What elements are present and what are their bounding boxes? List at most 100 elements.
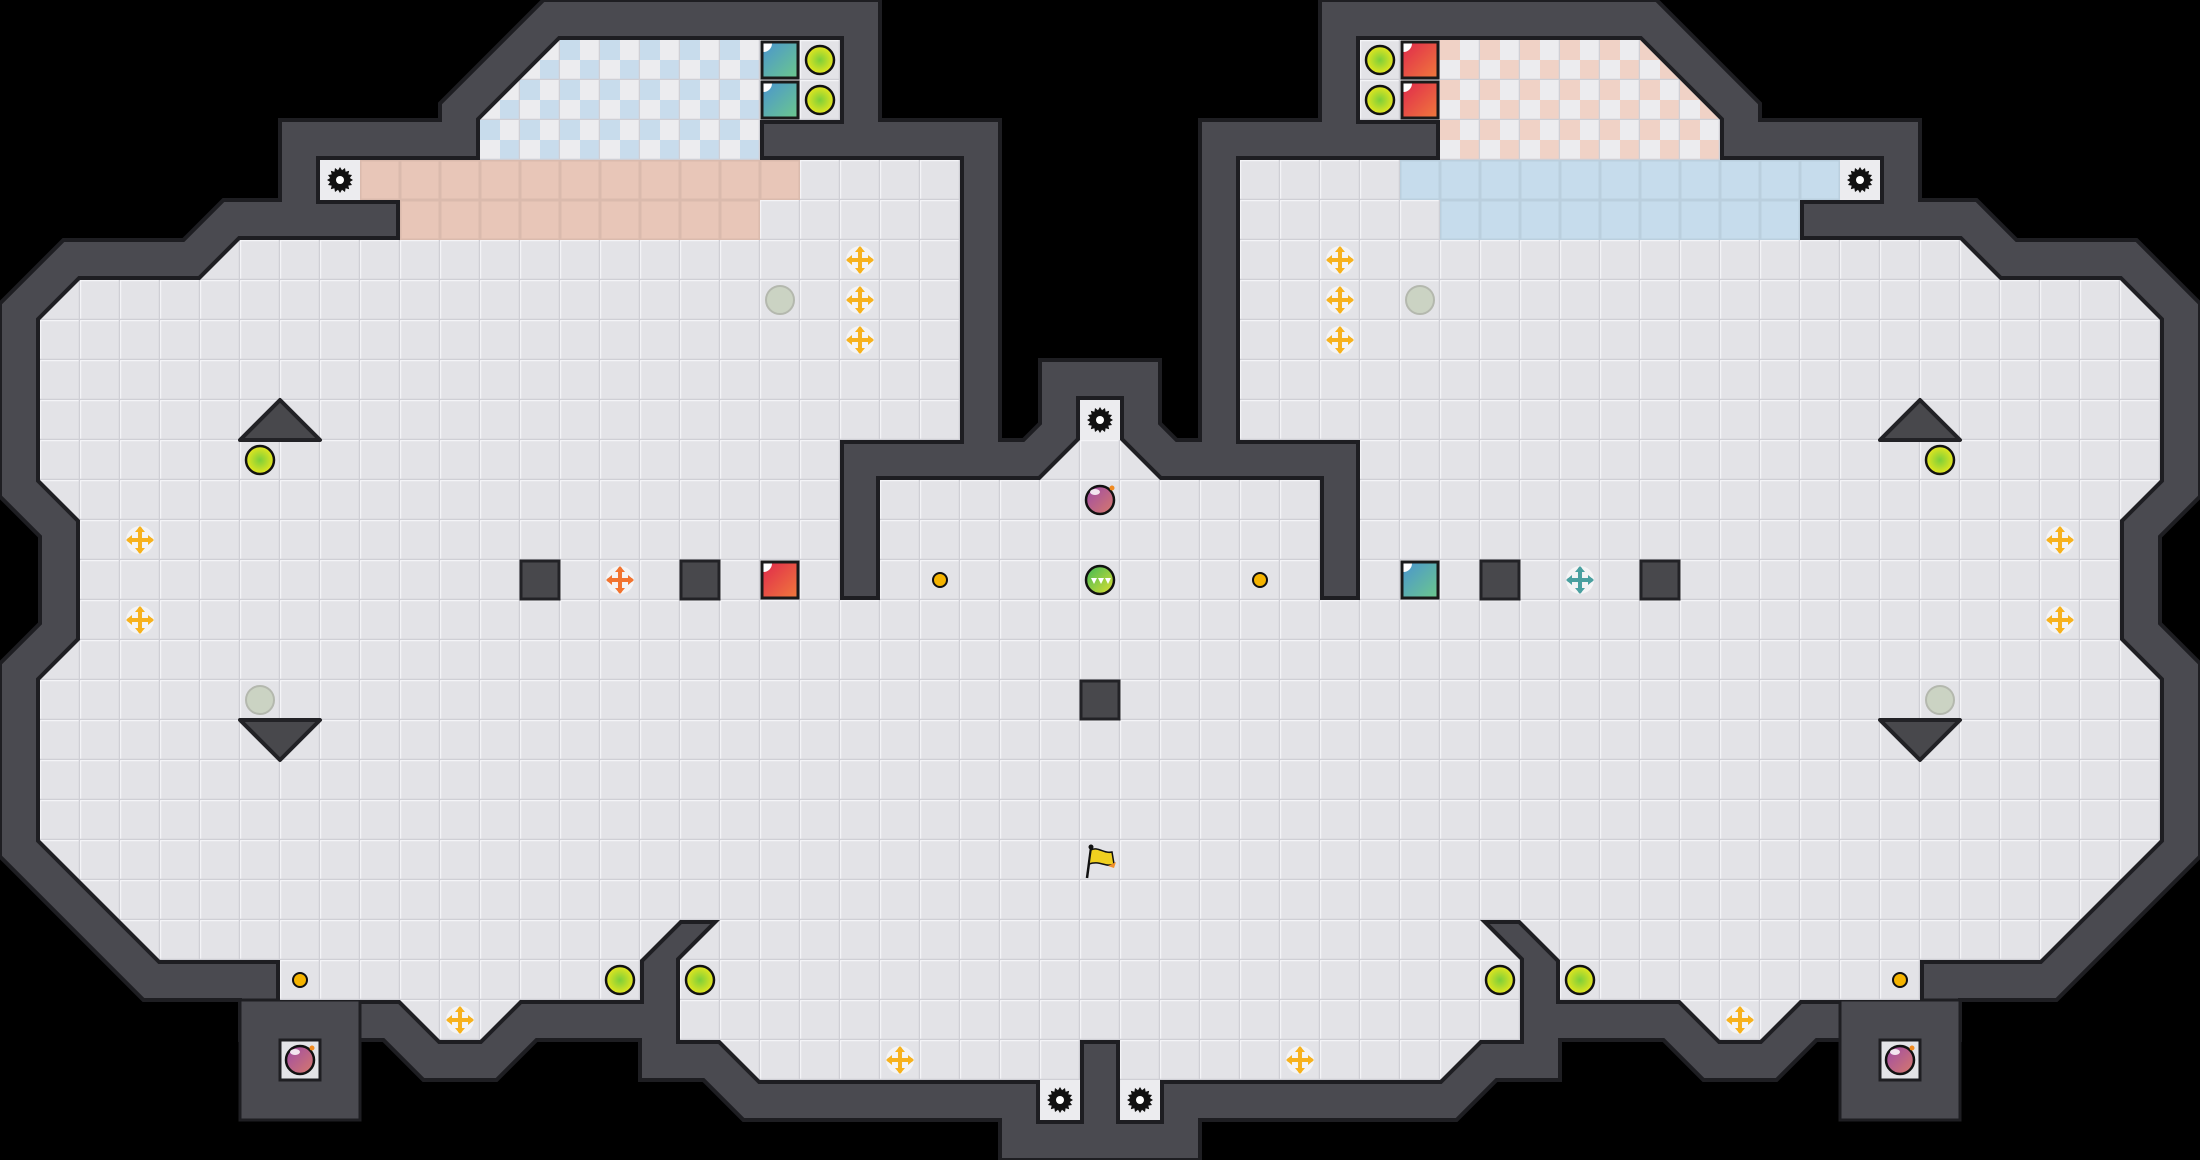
zone-tile: [720, 160, 760, 200]
cross-arrows: [886, 1046, 914, 1074]
salmon-zone-fill: [360, 160, 800, 200]
gold-move-cross-icon: [2046, 526, 2074, 554]
gold-move-cross-icon: [846, 246, 874, 274]
zone-tile: [720, 200, 760, 240]
lime-orb-body: [604, 964, 636, 996]
purple-bomb-icon: [1884, 1044, 1916, 1076]
zone-tile: [1560, 160, 1600, 200]
bomb-body: [1884, 1044, 1916, 1076]
cross-arrows: [1326, 286, 1354, 314]
cross-bars: [1327, 287, 1353, 313]
lime-orb-icon: [1364, 44, 1396, 76]
cross-arrows: [126, 606, 154, 634]
blue-zone-fill: [1440, 200, 1800, 240]
zone-tile: [440, 160, 480, 200]
cross-bars: [2047, 527, 2073, 553]
lime-orb-icon: [684, 964, 716, 996]
flag-tail: [1108, 862, 1116, 868]
cross-arrows: [446, 1006, 474, 1034]
cross-bars: [127, 607, 153, 633]
lime-orb-body: [1924, 444, 1956, 476]
zone-tile: [1640, 200, 1680, 240]
gear-hole: [1096, 416, 1104, 424]
gold-move-cross-icon: [846, 326, 874, 354]
zone-tile: [1680, 160, 1720, 200]
gray-plate-icon: [1925, 685, 1955, 715]
zone-tile: [480, 200, 520, 240]
purple-bomb-icon: [1084, 484, 1116, 516]
entities-layer: [126, 40, 2074, 1120]
bomb-shine: [290, 1049, 300, 1055]
gold-move-cross-icon: [886, 1046, 914, 1074]
lime-orb-body: [684, 964, 716, 996]
cross-bars: [1567, 567, 1593, 593]
teal-block-body: [760, 80, 800, 120]
spike-down: [238, 718, 322, 762]
lime-orb-body: [804, 84, 836, 116]
zone-tile: [520, 160, 560, 200]
gold-move-cross-icon: [1326, 326, 1354, 354]
stone-block: [679, 559, 721, 601]
cross-bars: [127, 527, 153, 553]
cross-arrows: [846, 246, 874, 274]
lime-orb-icon: [244, 444, 276, 476]
zone-tile: [1480, 200, 1520, 240]
zone-tile: [560, 200, 600, 240]
lime-orb-body: [1364, 84, 1396, 116]
lime-orb-icon: [1484, 964, 1516, 996]
teal-block-shine: [1403, 563, 1412, 572]
gear-icon: [1120, 1080, 1160, 1120]
red-block: [760, 560, 800, 600]
gray-plate-icon: [765, 285, 795, 315]
zone-tile: [1760, 160, 1800, 200]
gear-hole: [1856, 176, 1864, 184]
zone-tile: [1440, 200, 1480, 240]
cross-bars: [1327, 327, 1353, 353]
teal-block: [1400, 560, 1440, 600]
cross-bars: [1327, 247, 1353, 273]
stone-block: [1639, 559, 1681, 601]
zone-tile: [480, 160, 520, 200]
blue-zone-fill: [1400, 160, 1840, 200]
stone-block: [519, 559, 561, 601]
cross-bars: [1727, 1007, 1753, 1033]
spike-up: [238, 398, 322, 442]
cross-arrows: [126, 526, 154, 554]
red-block-shine: [763, 563, 772, 572]
gold-move-cross-icon: [1726, 1006, 1754, 1034]
bomb-fuse: [1109, 485, 1115, 491]
coin-icon: [932, 572, 948, 588]
goal-flag-icon: [1085, 844, 1116, 879]
flag-knob: [1088, 844, 1094, 850]
blue-zone: [1440, 200, 1800, 240]
zone-tile: [640, 160, 680, 200]
zone-tile: [1640, 160, 1680, 200]
bomb-shine: [1090, 489, 1100, 495]
gear-hole: [1136, 1096, 1144, 1104]
bomb-body: [1084, 484, 1116, 516]
zone-tile: [1600, 200, 1640, 240]
gear-icon: [320, 160, 360, 200]
gold-move-cross-icon: [846, 286, 874, 314]
cross-bars: [1287, 1047, 1313, 1073]
salmon-zone: [360, 160, 800, 200]
gold-move-cross-icon: [1326, 286, 1354, 314]
coin-icon: [292, 972, 308, 988]
gear-icon: [1080, 400, 1120, 440]
saw-teeth: [1091, 578, 1111, 584]
zone-tile: [1440, 160, 1480, 200]
bomb-shine: [1890, 1049, 1900, 1055]
spike-down: [1878, 718, 1962, 762]
bomb-fuse: [309, 1045, 315, 1051]
zone-tile: [640, 200, 680, 240]
lime-orb-body: [1484, 964, 1516, 996]
lime-orb-body: [1564, 964, 1596, 996]
gold-move-cross-icon: [126, 606, 154, 634]
lime-orb-icon: [804, 84, 836, 116]
gear-hole: [336, 176, 344, 184]
stone-block: [1079, 679, 1121, 721]
zones-layer: [360, 40, 1840, 240]
cross-bars: [447, 1007, 473, 1033]
cross-arrows: [1286, 1046, 1314, 1074]
